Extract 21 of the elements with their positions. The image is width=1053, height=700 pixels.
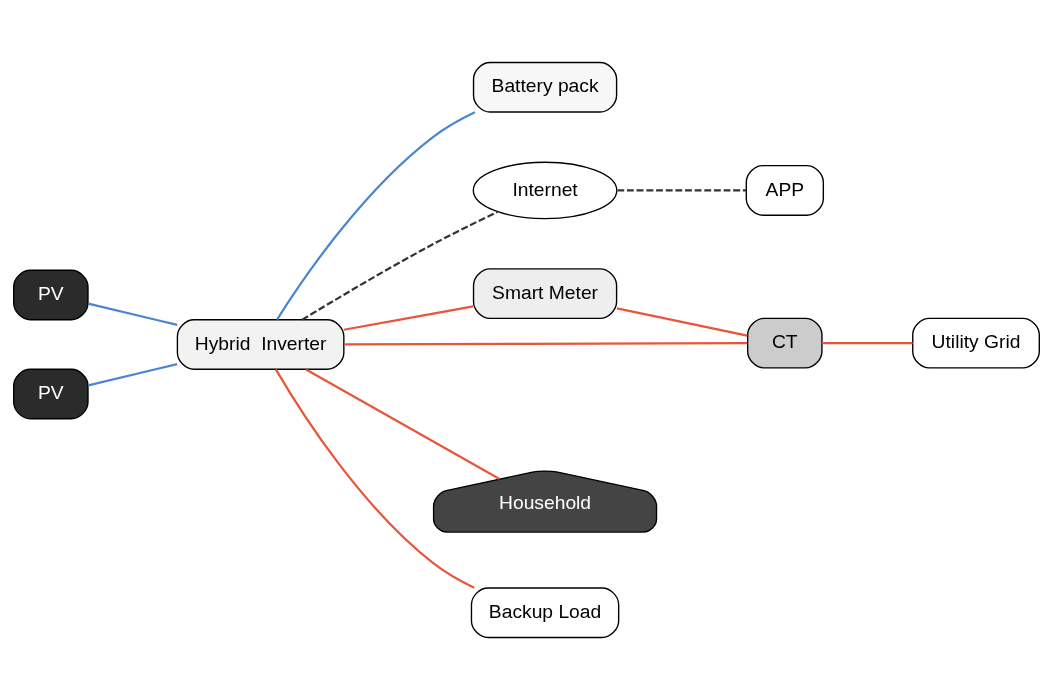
connector (822, 342, 913, 345)
connector (276, 111, 476, 321)
connector (274, 368, 475, 589)
connector (617, 189, 747, 192)
node-ellipse: Internet (472, 161, 618, 220)
node-box: Utility Grid (912, 317, 1040, 369)
connector (301, 210, 499, 321)
node-box: CT (746, 317, 823, 369)
node-box: Hybrid Inverter (176, 319, 345, 370)
connector (88, 302, 178, 326)
node-box: Smart Meter (472, 268, 618, 320)
connector (88, 363, 178, 387)
node-box: Battery pack (472, 61, 618, 113)
connector (305, 368, 501, 480)
node-box: APP (745, 165, 825, 216)
connector (344, 342, 748, 346)
node-box: PV (13, 269, 89, 321)
connector (343, 305, 474, 331)
node-box: PV (13, 368, 89, 420)
node-box: Backup Load (470, 587, 620, 639)
connector (616, 307, 748, 337)
